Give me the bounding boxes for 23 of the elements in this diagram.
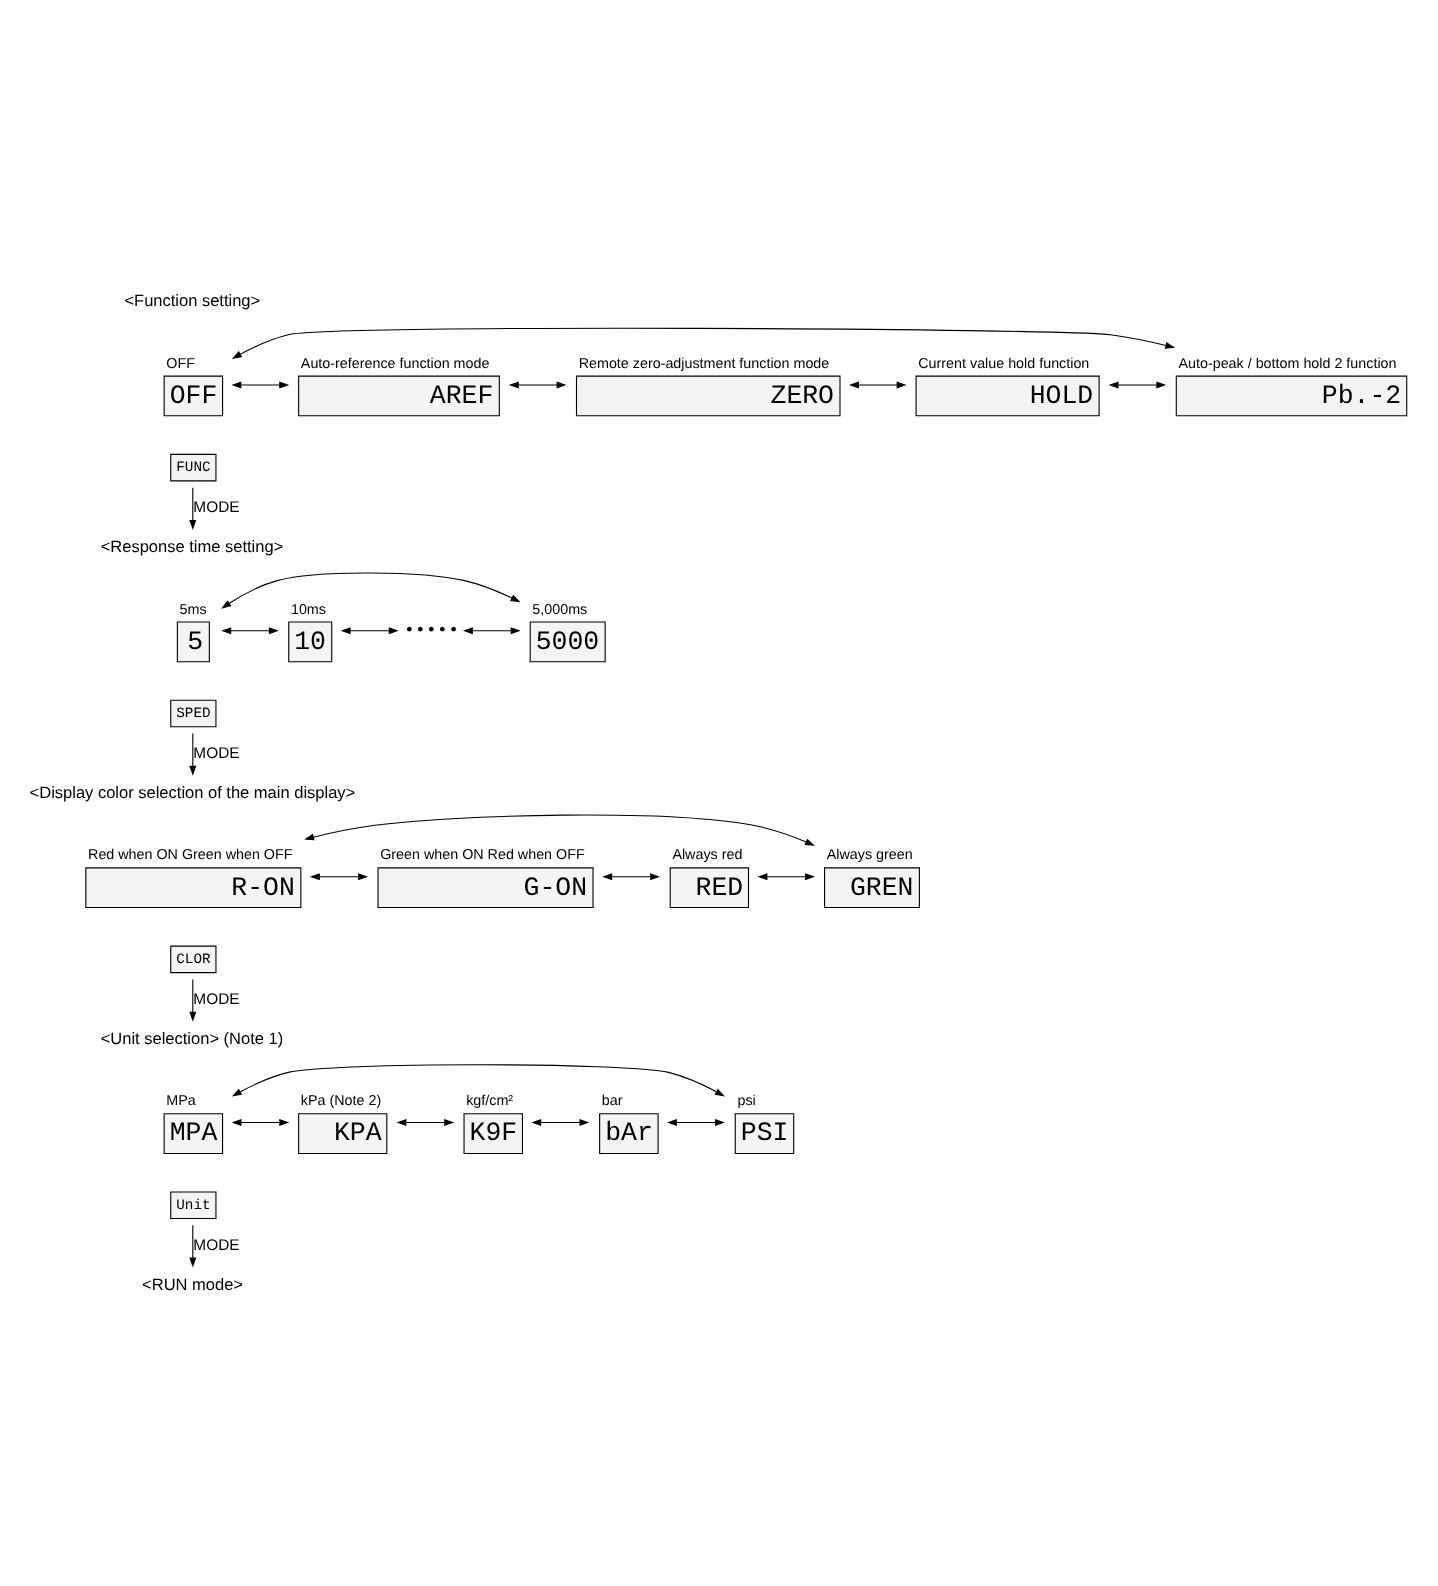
arrow: [189, 732, 197, 775]
arrow: [602, 872, 661, 880]
arrow: [757, 872, 816, 880]
arrow: [189, 1223, 197, 1267]
arrow: [304, 813, 815, 845]
arrow: [666, 1118, 725, 1126]
arrow: [340, 626, 399, 634]
arrow: [221, 571, 521, 608]
arrow: [231, 1118, 290, 1126]
arrow: [848, 380, 907, 388]
arrow: [396, 1118, 455, 1126]
arrow: [189, 977, 197, 1021]
arrow: [189, 486, 197, 529]
arrow: [221, 626, 279, 634]
arrow: [231, 380, 290, 388]
arrow: [508, 380, 567, 388]
node-text: • • • • •: [406, 618, 457, 639]
arrow: [462, 626, 521, 634]
arrow: [231, 1063, 725, 1096]
arrow: [531, 1118, 590, 1126]
arrow: [231, 326, 1176, 358]
arrow: [309, 872, 369, 880]
arrow: [1108, 380, 1167, 388]
